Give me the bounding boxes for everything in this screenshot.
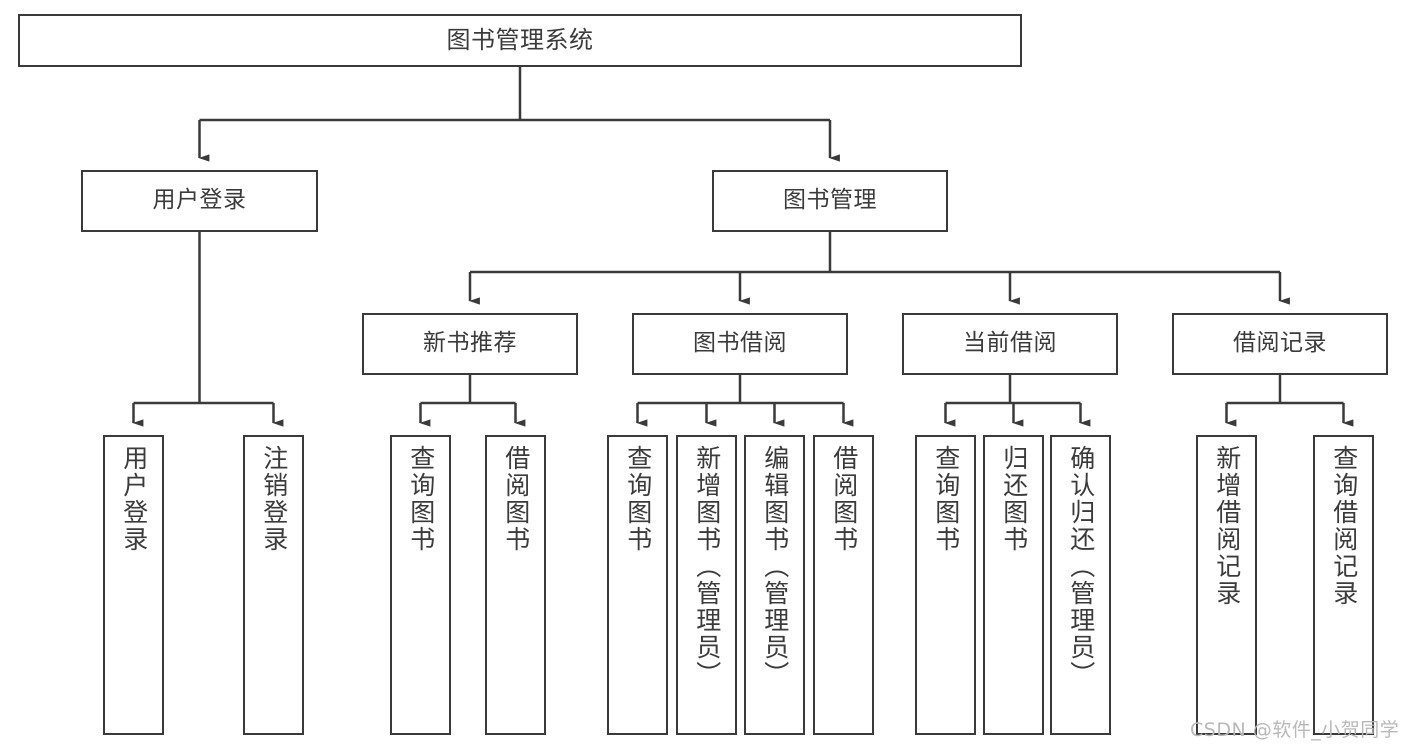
node-book-manage[interactable]: 图书管理	[712, 170, 948, 232]
node-label: 借阅记录	[1233, 330, 1327, 357]
node-leaf-query-1[interactable]: 查询图书	[390, 435, 451, 735]
node-label: 借阅图书	[829, 445, 859, 553]
node-borrow-record[interactable]: 借阅记录	[1172, 313, 1388, 375]
node-label: 确认归还（管理员）	[1066, 445, 1096, 688]
node-label: 查询图书	[623, 445, 653, 553]
node-leaf-borrow-2[interactable]: 借阅图书	[813, 435, 874, 735]
node-leaf-return[interactable]: 归还图书	[983, 435, 1044, 735]
node-leaf-login[interactable]: 用户登录	[103, 435, 164, 735]
node-label: 注销登录	[259, 445, 289, 553]
node-label: 借阅图书	[501, 445, 531, 553]
node-leaf-add-rec[interactable]: 新增借阅记录	[1196, 435, 1257, 735]
node-label: 用户登录	[152, 187, 247, 214]
node-label: 查询图书	[406, 445, 436, 553]
node-label: 用户登录	[119, 445, 149, 553]
node-new-book-rec[interactable]: 新书推荐	[362, 313, 578, 375]
node-label: 归还图书	[999, 445, 1029, 553]
node-label: 图书管理	[783, 187, 877, 214]
node-label: 新增图书（管理员）	[692, 445, 722, 688]
node-book-borrow[interactable]: 图书借阅	[632, 313, 848, 375]
node-label: 新增借阅记录	[1212, 445, 1242, 607]
node-leaf-add-book[interactable]: 新增图书（管理员）	[676, 435, 737, 735]
node-leaf-query-3[interactable]: 查询图书	[915, 435, 976, 735]
node-label: 新书推荐	[423, 330, 517, 357]
node-label: 编辑图书（管理员）	[760, 445, 790, 688]
node-label: 查询图书	[931, 445, 961, 553]
node-leaf-borrow-1[interactable]: 借阅图书	[485, 435, 546, 735]
node-label: 图书管理系统	[446, 26, 594, 55]
node-user-login[interactable]: 用户登录	[81, 170, 318, 232]
csdn-watermark: CSDN @软件_小贺同学	[1190, 719, 1400, 741]
node-current-borrow[interactable]: 当前借阅	[902, 313, 1118, 375]
node-root[interactable]: 图书管理系统	[18, 14, 1022, 67]
node-leaf-confirm[interactable]: 确认归还（管理员）	[1050, 435, 1111, 735]
node-leaf-logout[interactable]: 注销登录	[243, 435, 304, 735]
node-label: 查询借阅记录	[1329, 445, 1359, 607]
node-leaf-edit-book[interactable]: 编辑图书（管理员）	[744, 435, 805, 735]
node-leaf-query-2[interactable]: 查询图书	[607, 435, 668, 735]
node-label: 当前借阅	[963, 330, 1057, 357]
node-label: 图书借阅	[693, 330, 787, 357]
node-leaf-query-rec[interactable]: 查询借阅记录	[1313, 435, 1374, 735]
